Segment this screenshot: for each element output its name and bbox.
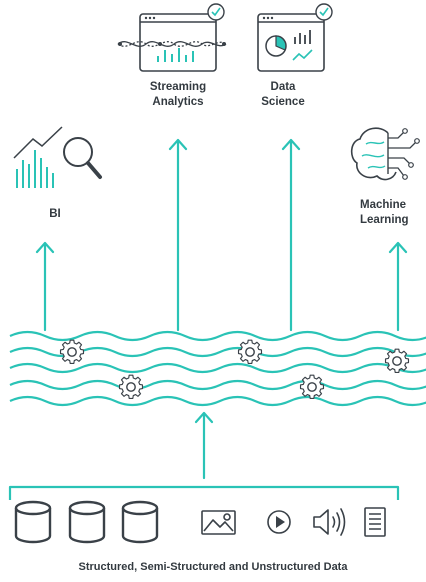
speaker-icon xyxy=(313,508,346,536)
arrow-to-bi xyxy=(35,241,55,332)
image-icon xyxy=(201,510,236,535)
document-icon xyxy=(364,507,386,537)
gear-icon xyxy=(384,348,410,374)
gear-icon xyxy=(237,339,263,365)
datasci-label-line1: Data xyxy=(270,81,296,93)
ml-label-line2: Learning xyxy=(360,214,409,226)
arrow-from-sources xyxy=(194,411,214,480)
machine-learning-label: Machine Learning xyxy=(360,198,426,228)
streaming-analytics-label: Streaming Analytics xyxy=(128,80,228,110)
gear-icon xyxy=(118,374,144,400)
ml-label-line1: Machine xyxy=(360,199,407,211)
database-cylinder-icon xyxy=(68,500,106,544)
bi-label: BI xyxy=(35,207,75,222)
bi-label-text: BI xyxy=(49,208,61,220)
data-science-dashboard-icon xyxy=(257,3,333,72)
play-icon xyxy=(267,510,291,534)
streaming-label-line1: Streaming xyxy=(149,81,207,93)
gear-icon xyxy=(59,339,85,365)
streaming-label-line2: Analytics xyxy=(152,96,204,108)
brain-circuit-icon xyxy=(350,127,420,181)
sources-bracket xyxy=(8,485,400,500)
arrow-to-ml xyxy=(388,241,408,332)
datasci-label-line2: Science xyxy=(261,96,305,108)
streaming-dashboard-icon xyxy=(117,3,227,72)
arrow-to-datasci xyxy=(281,138,301,332)
data-sources-caption: Structured, Semi-Structured and Unstruct… xyxy=(78,561,348,573)
gear-icon xyxy=(299,374,325,400)
bi-chart-magnifier-icon xyxy=(13,126,102,188)
arrow-to-streaming xyxy=(168,138,188,332)
database-cylinder-icon xyxy=(121,500,159,544)
data-science-label: Data Science xyxy=(243,80,323,110)
database-cylinder-icon xyxy=(14,500,52,544)
arrows xyxy=(35,138,408,480)
